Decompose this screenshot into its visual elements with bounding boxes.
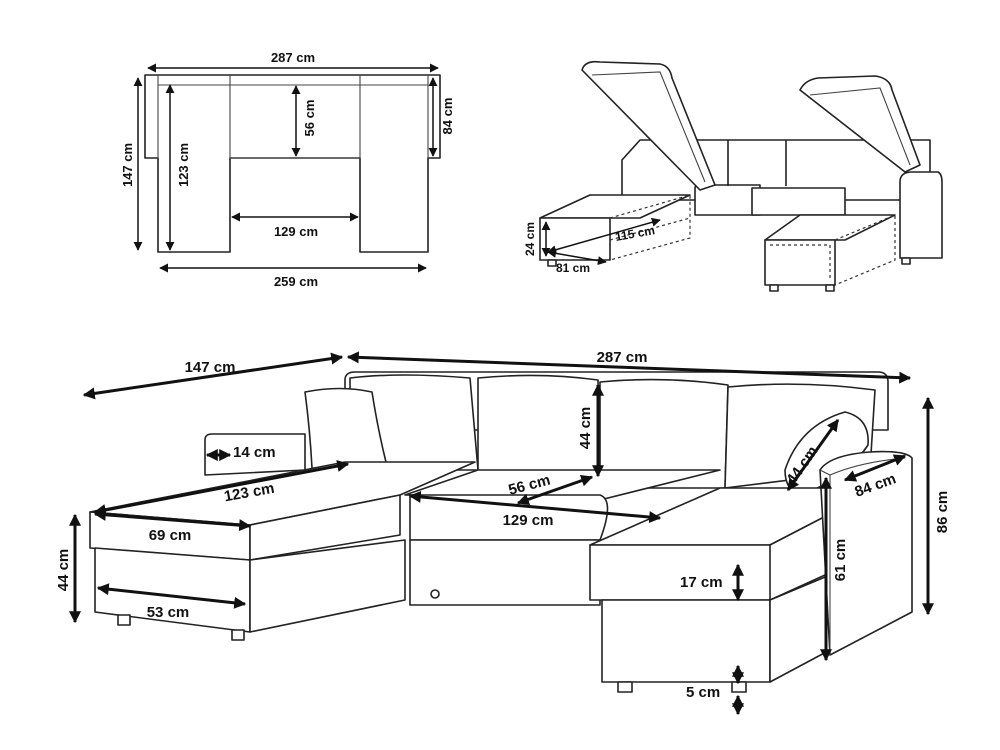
label-chaise-inner-width: 53 cm [147, 604, 190, 621]
plan-view: 287 cm 147 cm 123 cm 56 cm 84 cm 129 cm … [120, 50, 455, 289]
label-storage-width: 81 cm [556, 261, 590, 275]
storage-view: 24 cm 115 cm 81 cm [523, 60, 943, 292]
label-chaise-length: 147 cm [185, 359, 236, 376]
label-arm-height: 61 cm [832, 539, 849, 582]
label-plan-base: 259 cm [274, 274, 318, 289]
left-pillow [304, 387, 387, 470]
label-total-height: 86 cm [934, 491, 951, 534]
label-plan-back: 84 cm [440, 98, 455, 135]
label-storage-length: 115 cm [614, 223, 656, 244]
label-chaise-seat-width: 69 cm [149, 527, 192, 544]
main-sofa-view: 147 cm 287 cm 14 cm 123 cm 69 cm 44 cm 5… [55, 349, 951, 716]
right-storage-lid [799, 75, 921, 173]
left-storage-lid [581, 60, 716, 191]
label-seat-height: 44 cm [55, 549, 72, 592]
label-plan-chaise: 123 cm [176, 143, 191, 187]
label-back-height: 44 cm [577, 407, 594, 450]
label-leg-height: 5 cm [686, 684, 720, 701]
label-storage-height: 24 cm [523, 222, 537, 256]
label-plan-inner: 129 cm [274, 224, 318, 239]
label-plan-seat: 56 cm [302, 100, 317, 137]
label-plan-depth: 147 cm [120, 143, 135, 187]
label-plan-width: 287 cm [271, 50, 315, 65]
label-total-width: 287 cm [597, 349, 648, 366]
label-cushion-thickness: 17 cm [680, 574, 723, 591]
label-center-width: 129 cm [503, 512, 554, 529]
label-arm-width: 14 cm [233, 444, 276, 461]
